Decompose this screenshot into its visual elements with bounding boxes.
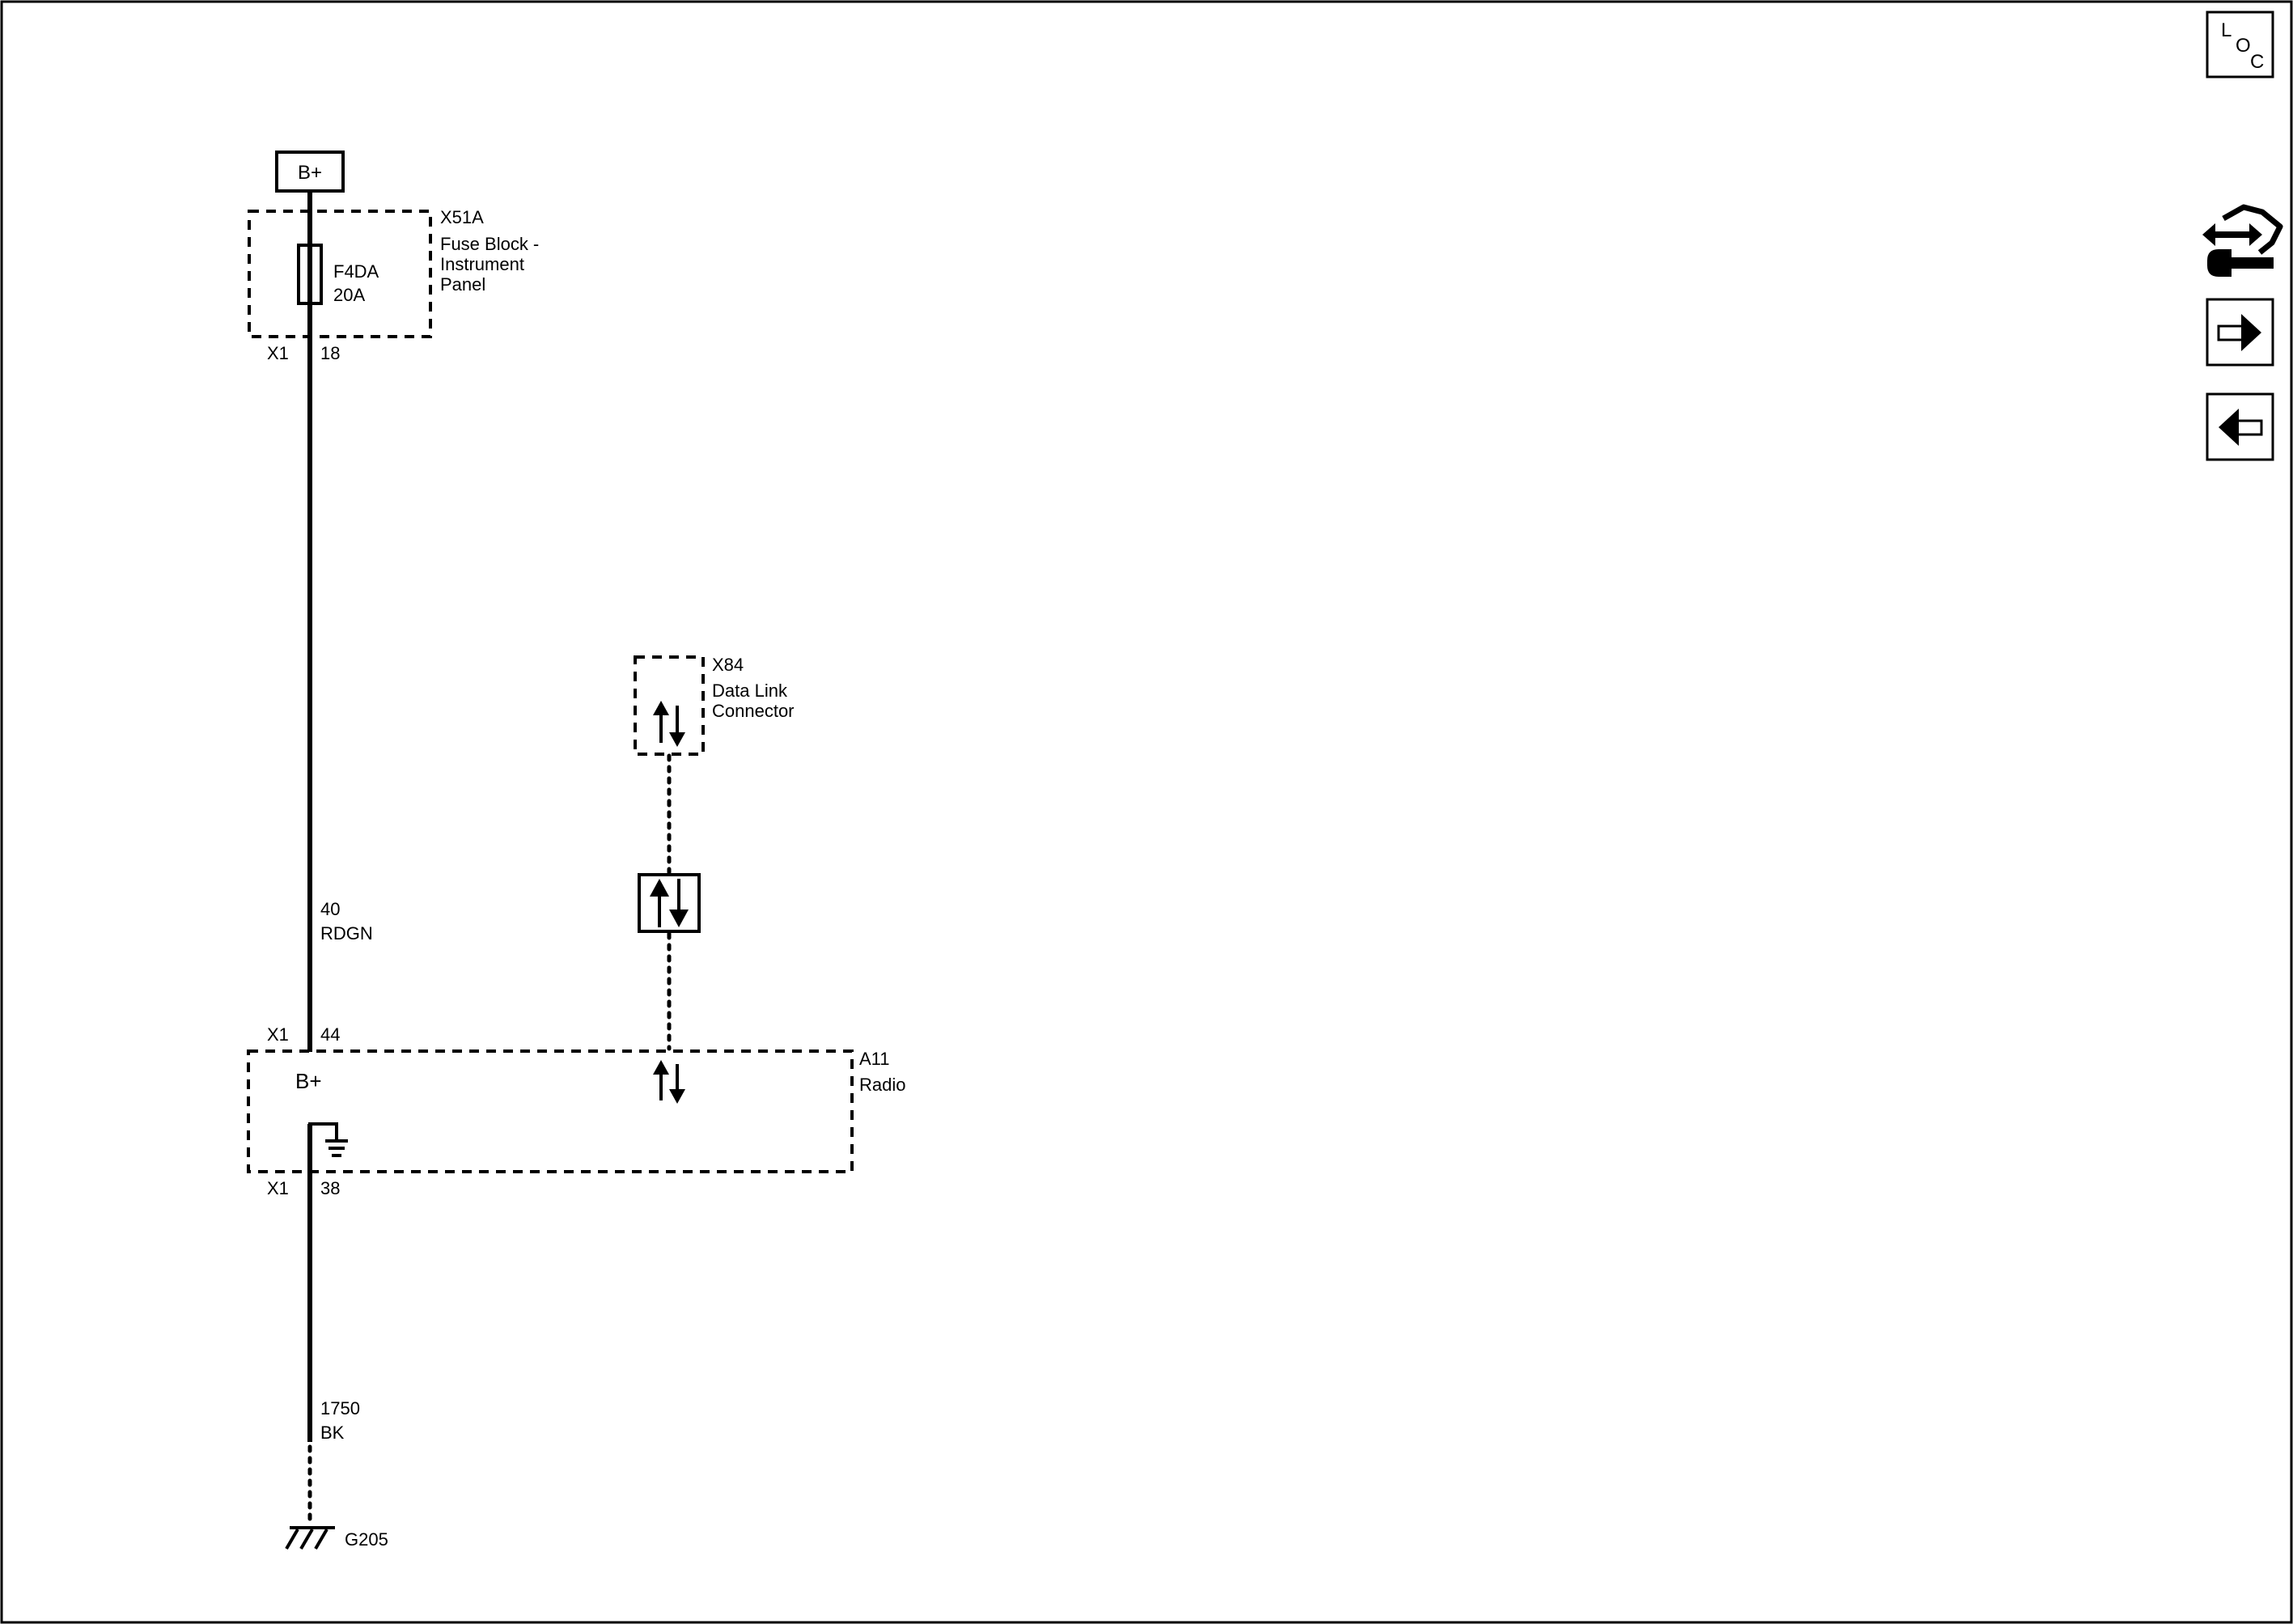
internal-ground-icon [308, 1122, 348, 1157]
dlc-name-line-1: Data Link [712, 681, 788, 701]
loc-letter-o: O [2236, 35, 2251, 57]
fuse-block-connector: X1 [267, 343, 289, 363]
radio-power-pin: 44 [320, 1024, 340, 1045]
radio-ground-connector: X1 [267, 1178, 289, 1198]
loc-button[interactable]: L O C [2206, 11, 2274, 78]
loc-letter-c: C [2250, 51, 2264, 73]
data-link-connector: X84 Data Link Connector [634, 655, 795, 756]
radio-module: A11 Radio B+ X1 44 X1 38 [247, 1024, 905, 1198]
ground-wire-circuit: 1750 [320, 1398, 360, 1418]
radio-ground-pin: 38 [320, 1178, 340, 1198]
power-source-label: B+ [298, 162, 322, 184]
connector-view-icon[interactable] [2202, 204, 2283, 277]
radio-ref: A11 [859, 1049, 890, 1069]
radio-power-connector: X1 [267, 1024, 289, 1045]
arrow-right-icon [2217, 314, 2261, 351]
radio-data-arrows-icon [653, 1060, 685, 1104]
dlc-data-arrows-icon [653, 701, 685, 747]
fuse-block-name-line-2: Instrument [440, 254, 524, 274]
fuse-block-outline [248, 210, 432, 338]
radio-power-label: B+ [295, 1069, 322, 1093]
loc-letter-l: L [2221, 19, 2232, 41]
ground-ref: G205 [345, 1529, 388, 1550]
radio-outline [247, 1049, 854, 1173]
fuse-id: F4DA [333, 261, 379, 282]
fuse-block-ref: X51A [440, 207, 484, 227]
fuse-rating: 20A [333, 285, 365, 305]
fuse-block: X51A Fuse Block - Instrument Panel F4DA … [248, 207, 539, 363]
ground-wire-color: BK [320, 1423, 345, 1443]
chassis-ground-icon [285, 1526, 335, 1550]
dlc-outline [634, 655, 705, 756]
next-page-button[interactable] [2206, 298, 2274, 367]
radio-name: Radio [859, 1075, 905, 1095]
power-source-b-plus: B+ [275, 151, 345, 193]
fuse-block-pin: 18 [320, 343, 340, 363]
previous-page-button[interactable] [2206, 392, 2274, 461]
serial-data-bus-icon [638, 873, 701, 933]
fuse-block-name-line-3: Panel [440, 274, 485, 295]
power-wire-circuit: 40 [320, 899, 340, 919]
power-wire-color: RDGN [320, 923, 373, 943]
dlc-name-line-2: Connector [712, 701, 795, 721]
arrow-left-icon [2219, 409, 2263, 446]
fuse-block-name-line-1: Fuse Block - [440, 234, 539, 254]
dlc-ref: X84 [712, 655, 744, 675]
